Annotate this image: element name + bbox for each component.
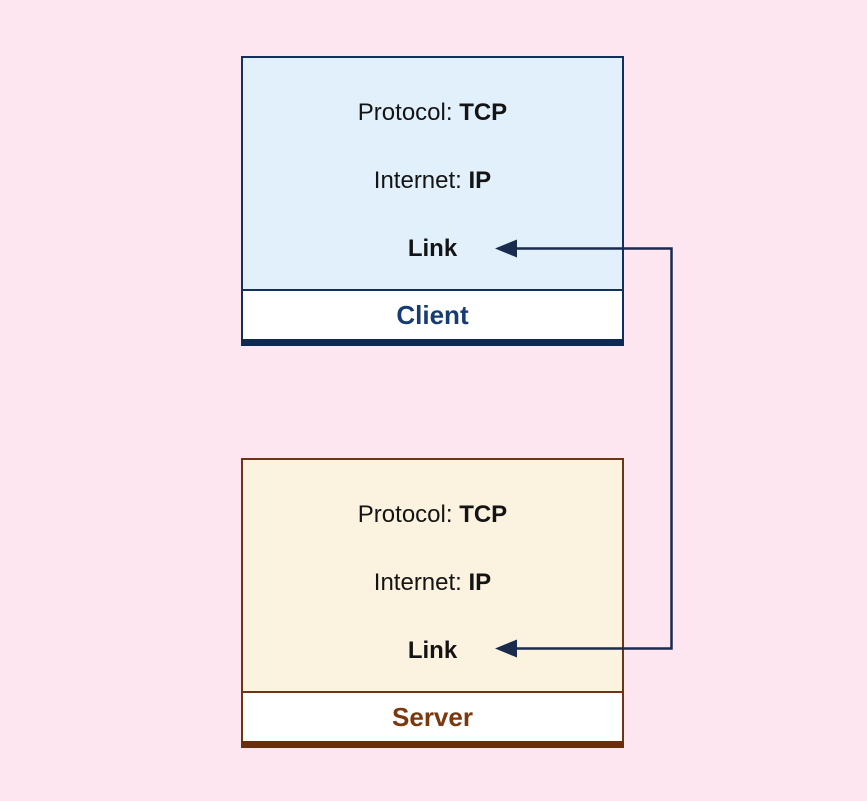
protocol-value: TCP — [459, 99, 508, 126]
protocol-value: TCP — [459, 501, 508, 528]
server-stack: Protocol: TCP Internet: IP Link Server — [241, 458, 624, 748]
client-name-band: Client — [241, 291, 624, 339]
server-internet-layer: Internet: IP — [243, 549, 622, 617]
client-protocol-layer: Protocol: TCP — [243, 79, 622, 147]
client-internet-layer: Internet: IP — [243, 147, 622, 215]
client-link-layer: Link — [243, 215, 622, 283]
server-name-label: Server — [392, 701, 473, 732]
internet-label: Internet: — [373, 569, 469, 596]
server-protocol-layer: Protocol: TCP — [243, 481, 622, 549]
client-stack: Protocol: TCP Internet: IP Link Client — [241, 56, 624, 346]
server-base-bar — [241, 741, 624, 748]
client-stack-body: Protocol: TCP Internet: IP Link — [241, 56, 624, 291]
server-link-layer: Link — [243, 617, 622, 685]
internet-value: IP — [468, 569, 492, 596]
client-base-bar — [241, 339, 624, 346]
server-stack-body: Protocol: TCP Internet: IP Link — [241, 458, 624, 693]
link-value: Link — [407, 235, 458, 262]
protocol-label: Protocol: — [357, 501, 460, 528]
server-name-band: Server — [241, 693, 624, 741]
client-name-label: Client — [396, 299, 469, 330]
internet-value: IP — [468, 167, 492, 194]
protocol-label: Protocol: — [357, 99, 460, 126]
link-value: Link — [407, 637, 458, 664]
internet-label: Internet: — [373, 167, 469, 194]
